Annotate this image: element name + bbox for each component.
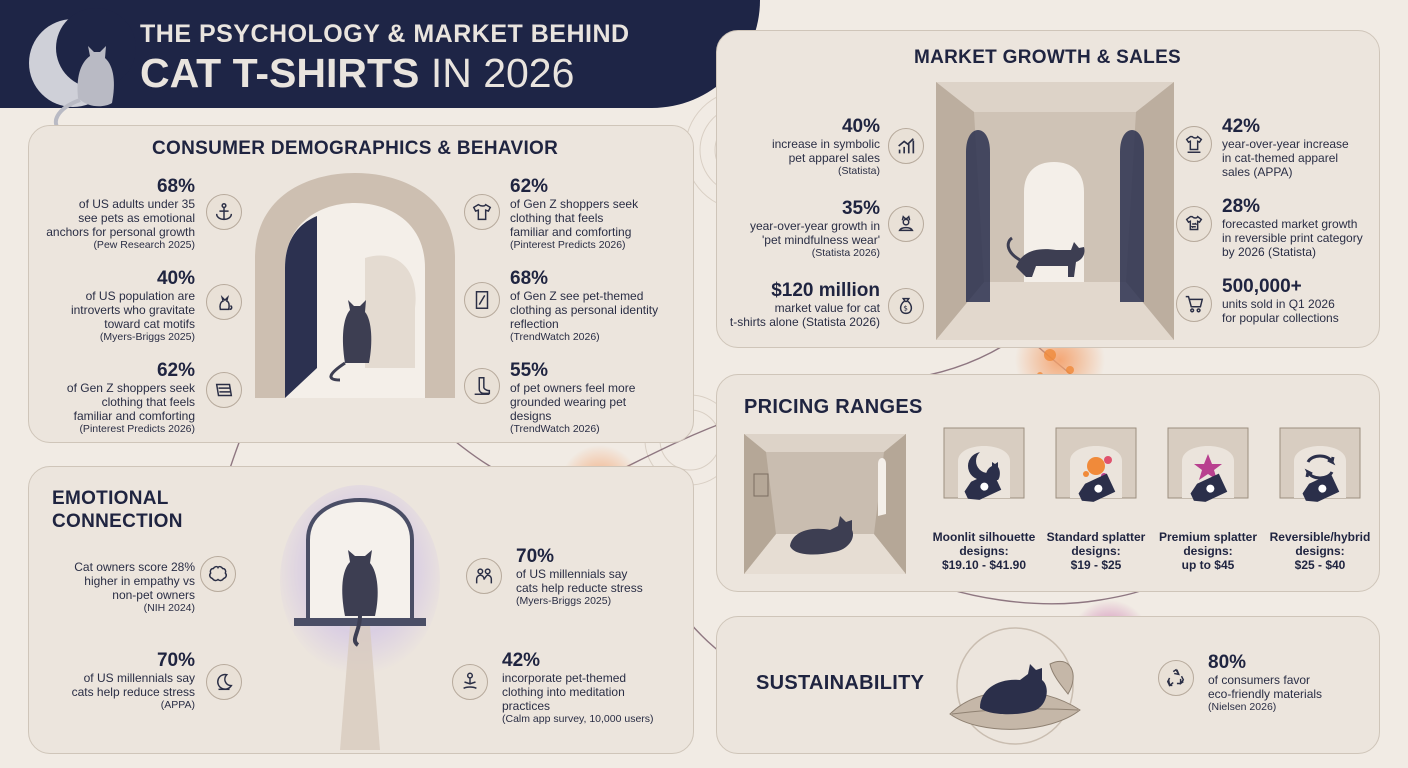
price-card-premium — [1166, 426, 1250, 502]
title-line-2: CAT T-SHIRTS IN 2026 — [140, 50, 574, 97]
meditating-cat-icon — [888, 206, 924, 242]
demo-stat-right-3: 55% of pet owners feel more grounded wea… — [510, 360, 636, 435]
title-line-1: THE PSYCHOLOGY & MARKET BEHIND — [140, 20, 630, 48]
emo-stat-millennials-mb: 70% of US millennials say cats help redu… — [516, 546, 643, 607]
market-stat-left-2: 35% year-over-year growth in 'pet mindfu… — [749, 198, 880, 259]
header-banner: THE PSYCHOLOGY & MARKET BEHIND CAT T-SHI… — [0, 0, 760, 135]
price-card-standard — [1054, 426, 1138, 502]
fabric-icon — [206, 372, 242, 408]
arch-doorway-cat-illustration — [255, 173, 455, 398]
sustainability-stat: 80% of consumers favor eco-friendly mate… — [1208, 652, 1323, 713]
demo-stat-left-2: 40% of US population are introverts who … — [70, 268, 195, 343]
cat-icon — [206, 284, 242, 320]
price-label-standard: Standard splatter designs: $19 - $25 — [1046, 530, 1146, 572]
title-rest: IN 2026 — [430, 50, 575, 96]
demo-stat-right-2: 68% of Gen Z see pet-themed clothing as … — [510, 268, 659, 343]
market-stat-right-3: 500,000+ units sold in Q1 2026 for popul… — [1222, 276, 1339, 325]
leaf-sleeping-cat-illustration — [949, 627, 1081, 745]
recycle-icon — [1158, 660, 1194, 696]
title-bold: CAT T-SHIRTS — [140, 50, 420, 96]
crescent-moon-cat-logo-icon — [29, 8, 136, 135]
foot-icon — [464, 368, 500, 404]
demo-stat-left-1: 68% of US adults under 35 see pets as em… — [46, 176, 195, 251]
market-title: MARKET GROWTH & SALES — [914, 47, 1182, 68]
splatter-icon — [1055, 427, 1137, 502]
reverse-arrows-icon — [1279, 427, 1361, 502]
market-stat-left-3: $120 million market value for cat t-shir… — [729, 280, 880, 329]
emo-stat-empathy: Cat owners score 28% higher in empathy v… — [74, 560, 195, 614]
anchor-icon — [206, 194, 242, 230]
cart-icon — [1176, 286, 1212, 322]
price-label-reversible: Reversible/hybrid designs: $25 - $40 — [1269, 530, 1371, 572]
demo-stat-right-1: 62% of Gen Z shoppers seek clothing that… — [510, 176, 639, 251]
demographics-title: CONSUMER DEMOGRAPHICS & BEHAVIOR — [152, 138, 559, 159]
meditation-icon — [452, 664, 488, 700]
price-card-moonlit — [942, 426, 1026, 500]
moon-icon — [206, 664, 242, 700]
market-stat-left-1: 40% increase in symbolic pet apparel sal… — [771, 116, 880, 177]
sustainability-title: SUSTAINABILITY — [756, 672, 925, 694]
window-cat-glow-illustration — [280, 485, 440, 750]
pricing-title: PRICING RANGES — [744, 396, 923, 418]
star-icon — [1167, 427, 1249, 502]
people-icon — [466, 558, 502, 594]
moon-cat-icon — [943, 427, 1025, 500]
price-label-moonlit: Moonlit silhouette designs: $19.10 - $41… — [932, 530, 1036, 572]
room-sleeping-cat-illustration — [744, 434, 906, 574]
money-bag-icon: $ — [888, 288, 924, 324]
emo-stat-millennials-apa: 70% of US millennials say cats help redu… — [71, 650, 195, 711]
emotional-title-line-2: CONNECTION — [52, 511, 183, 532]
corridor-walking-cat-illustration — [936, 82, 1174, 340]
price-card-reversible — [1278, 426, 1362, 502]
shirt-stack-icon — [1176, 126, 1212, 162]
emotional-title-line-1: EMOTIONAL — [52, 488, 169, 509]
mirror-icon — [464, 282, 500, 318]
tshirt-icon — [464, 194, 500, 230]
svg-text:$: $ — [903, 304, 908, 313]
price-label-premium: Premium splatter designs: up to $45 — [1158, 530, 1258, 572]
demo-stat-left-3: 62% of Gen Z shoppers seek clothing that… — [66, 360, 195, 435]
growth-chart-icon — [888, 128, 924, 164]
market-stat-right-2: 28% forecasted market growth in reversib… — [1222, 196, 1363, 259]
market-stat-right-1: 42% year-over-year increase in cat-theme… — [1222, 116, 1349, 179]
reversible-shirt-icon — [1176, 206, 1212, 242]
emo-stat-meditation: 42% incorporate pet-themed clothing into… — [502, 650, 654, 725]
brain-icon — [200, 556, 236, 592]
